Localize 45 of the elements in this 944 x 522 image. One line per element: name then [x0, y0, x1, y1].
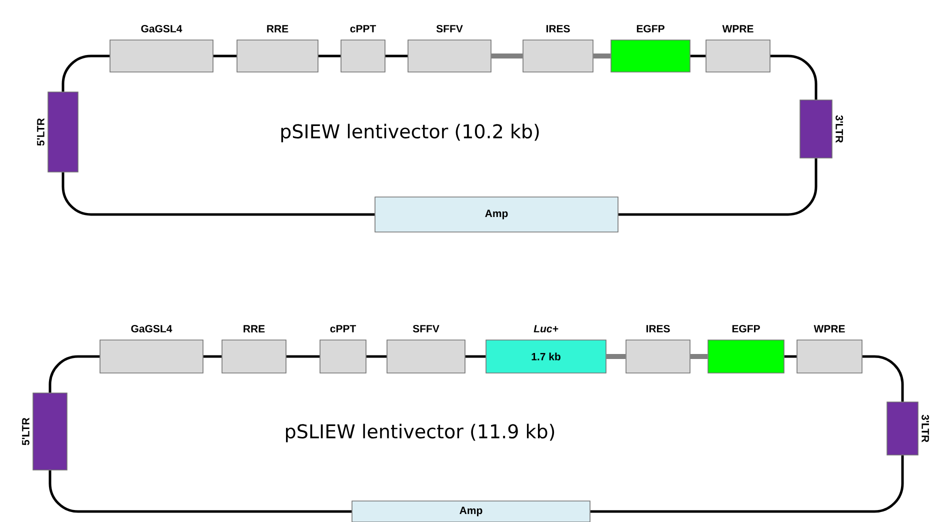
- gene-label: RRE: [267, 25, 288, 32]
- gene-label: EGFP: [636, 24, 664, 32]
- ltr-label: 5'LTR: [22, 418, 30, 446]
- gene-label: EGFP: [732, 324, 760, 332]
- map-title: pSIEW lentivector (10.2 kb): [281, 124, 539, 142]
- linker-line: [593, 54, 611, 58]
- gene-label: cPPT: [330, 325, 356, 332]
- gene-label: cPPT: [350, 25, 376, 32]
- linker-line: [690, 354, 708, 359]
- backbone-line: [62, 172, 375, 216]
- gene-label: GaGSL4: [141, 24, 182, 32]
- backbone-line: [784, 355, 797, 358]
- backbone-line: [862, 355, 904, 402]
- linker-line: [606, 354, 626, 359]
- backbone-line: [690, 54, 706, 58]
- map-title: pSLIEW lentivector (11.9 kb): [286, 424, 554, 442]
- backbone-line: [318, 54, 341, 58]
- backbone-line: [203, 355, 222, 358]
- gene-box: Amp: [352, 500, 590, 522]
- backbone-line: [366, 355, 387, 358]
- backbone-line: [48, 355, 100, 393]
- backbone-line: [385, 54, 408, 58]
- backbone-line: [590, 455, 904, 513]
- gene-label: IRES: [646, 324, 670, 332]
- gene-box: Amp: [374, 196, 618, 232]
- ltr-label: 3'LTR: [836, 115, 844, 143]
- gene-label: RRE: [244, 325, 265, 332]
- backbone-line: [213, 54, 237, 58]
- backbone-line: [770, 54, 818, 100]
- gene-box: 1.7 kb: [486, 340, 606, 374]
- ltr-label: 5'LTR: [37, 118, 44, 146]
- gene-label: GaGSL4: [131, 324, 172, 332]
- linker-line: [491, 54, 523, 58]
- ltr-label: 3'LTR: [922, 414, 930, 442]
- gene-label: IRES: [546, 24, 570, 32]
- backbone-line: [48, 470, 352, 513]
- gene-label: Luc+: [534, 325, 558, 332]
- backbone-line: [62, 54, 110, 92]
- gene-label: SFFV: [436, 24, 463, 32]
- backbone-line: [286, 355, 320, 358]
- backbone-line: [465, 355, 486, 358]
- gene-label: SFFV: [412, 324, 440, 332]
- gene-label: WPRE: [814, 325, 845, 332]
- backbone-line: [618, 158, 818, 216]
- gene-label: WPRE: [722, 25, 754, 32]
